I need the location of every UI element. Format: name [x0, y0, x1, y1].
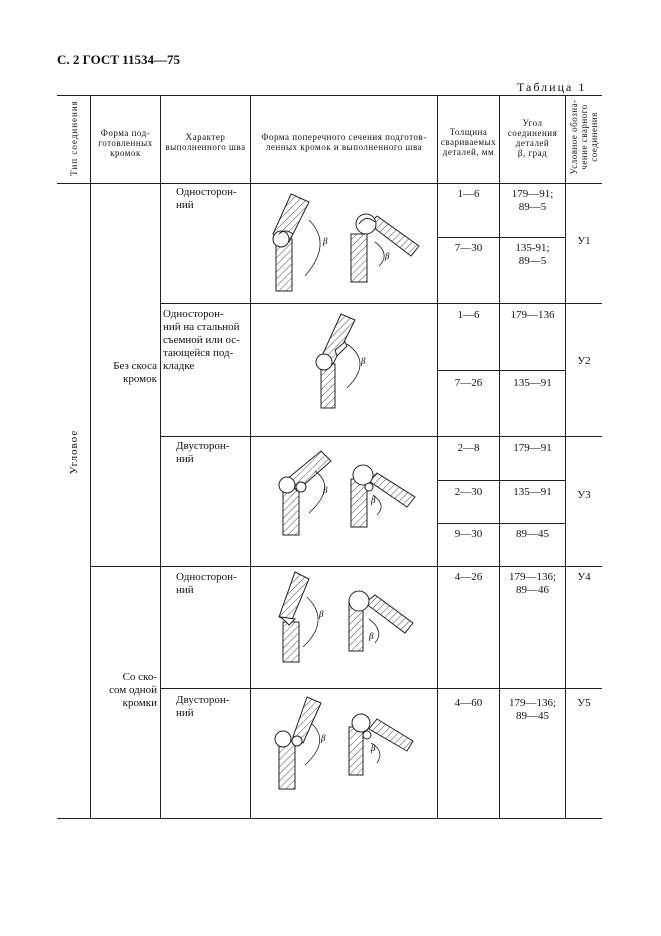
beta-label-u4b: β: [368, 631, 374, 641]
angle-u3-3: 89—45: [516, 528, 549, 540]
header-type: Тип соединения: [69, 100, 79, 176]
header-section-form: Форма поперечного сечения подготов- ленн…: [261, 132, 427, 152]
beta-label-u1b: β: [384, 251, 390, 261]
angle-u5: 179—136; 89—45: [508, 697, 557, 722]
angle-u2-1: 179—136: [510, 309, 555, 321]
weld-section-figure-u2: β: [315, 313, 366, 409]
weld-section-figure-u5: β β: [274, 696, 414, 790]
code-u4: У4: [577, 571, 591, 583]
beta-label-u3b: β: [370, 495, 376, 505]
beta-label-u3a: β: [322, 485, 328, 495]
header-angle: Угол соединения деталей β, град: [507, 118, 558, 158]
header-designation: Условное обозна- чение сварного соединен…: [569, 99, 599, 175]
thickness-u3-3: 9—30: [454, 528, 483, 540]
thickness-u3-2: 2—30: [454, 486, 483, 498]
angle-u4: 179—136; 89—46: [508, 571, 557, 596]
beta-label-u2: β: [360, 356, 366, 366]
page-header: С. 2 ГОСТ 11534—75: [57, 52, 180, 67]
beta-label-u4a: β: [318, 609, 324, 619]
code-u2: У2: [577, 355, 591, 367]
angle-u3-2: 135—91: [513, 486, 552, 498]
weld-char-u5: Двусторон- ний: [176, 694, 230, 719]
beta-label-u5b: β: [370, 743, 376, 753]
weld-section-figure-u1: β β: [272, 193, 420, 292]
code-u5: У5: [577, 697, 591, 709]
type-value: Угловое: [68, 429, 80, 475]
weld-char-u3: Двусторон- ний: [176, 440, 230, 465]
code-u1: У1: [577, 235, 591, 247]
edge-form-no-bevel: Без скоса кромок: [113, 360, 157, 385]
weld-char-u4: Односторон- ний: [176, 571, 237, 596]
code-u3: У3: [577, 489, 591, 501]
angle-u2-2: 135—91: [513, 377, 552, 389]
thickness-u1-1: 1—6: [457, 188, 480, 200]
weld-section-figure-u4: β β: [278, 571, 414, 663]
table-caption: Таблица 1: [517, 80, 587, 94]
thickness-u5: 4—60: [454, 697, 483, 709]
thickness-u2-2: 7—26: [454, 377, 483, 389]
weld-char-u2: Односторон- ний на стальной съемной или …: [163, 308, 240, 372]
thickness-u1-2: 7—30: [454, 242, 483, 254]
beta-label-u5a: β: [320, 733, 326, 743]
angle-u1-1: 179—91; 89—5: [511, 188, 554, 213]
weld-section-figure-u3: β β: [278, 450, 416, 536]
header-thickness: Толщина свариваемых деталей, мм: [440, 127, 497, 157]
edge-form-one-bevel: Со ско- сом одной кромки: [109, 671, 157, 709]
weld-char-u1: Односторон- ний: [176, 186, 237, 211]
header-edge-form: Форма под- готовленных кромок: [98, 128, 153, 158]
angle-u3-1: 179—91: [513, 442, 552, 454]
header-designation-wrap: Условное обозна- чение сварного соединен…: [566, 96, 602, 183]
beta-label-u1a: β: [322, 236, 328, 246]
thickness-u3-1: 2—8: [457, 442, 480, 454]
angle-u1-2: 135-91; 89—5: [515, 242, 550, 267]
thickness-u4: 4—26: [454, 571, 483, 583]
thickness-u2-1: 1—6: [457, 309, 480, 321]
header-weld-character: Характер выполненного шва: [165, 132, 246, 152]
